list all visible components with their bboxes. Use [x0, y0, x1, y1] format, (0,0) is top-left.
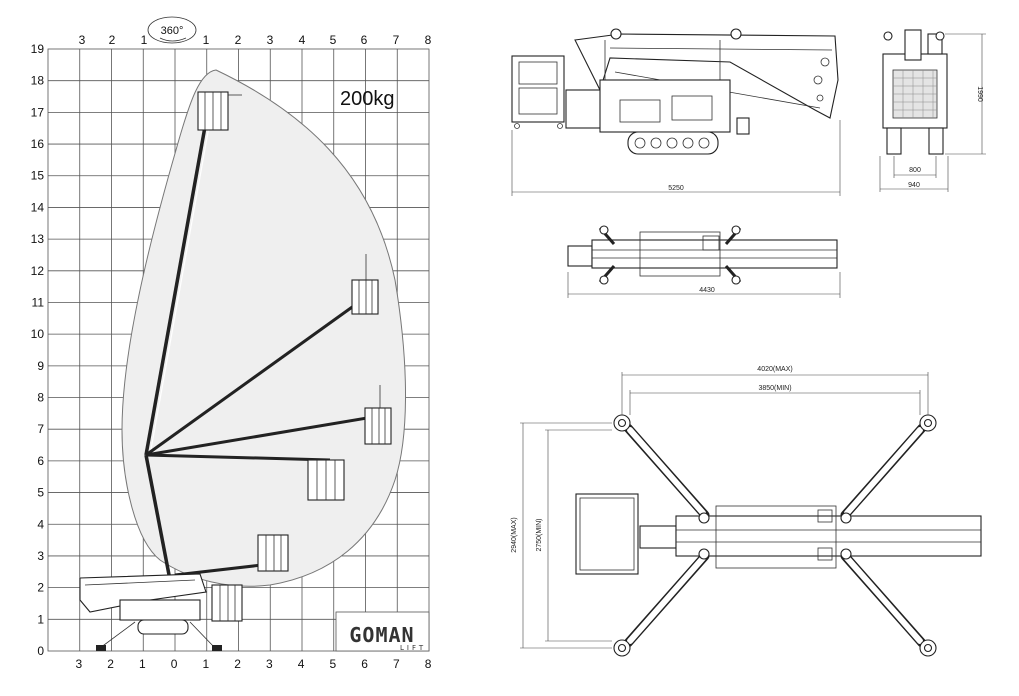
- outreach-tick-label: 3: [266, 657, 273, 671]
- boom-low: [174, 563, 263, 577]
- height-tick-label: 13: [31, 232, 45, 246]
- top-view-stowed: 4430: [567, 225, 841, 298]
- height-tick-label: 18: [31, 74, 45, 88]
- top-outreach-tick-label: 2: [109, 33, 116, 47]
- height-tick-label: 8: [37, 391, 44, 405]
- capacity-label: 200kg: [340, 88, 395, 110]
- outreach-tick-label: 2: [234, 657, 241, 671]
- top-outreach-tick-label: 1: [141, 33, 148, 47]
- top-outreach-tick-label: 5: [330, 33, 337, 47]
- side-view: 5250: [511, 28, 841, 196]
- boom-diagonal-upper: [145, 303, 356, 457]
- basket-mid: [364, 385, 392, 445]
- chassis-top-view: [675, 515, 982, 557]
- height-tick-label: 2: [37, 581, 44, 595]
- boom-positions: [144, 91, 392, 622]
- height-tick-label: 14: [31, 200, 45, 214]
- rotation-label: 360°: [161, 25, 184, 37]
- outrigger-pads: [613, 414, 937, 657]
- side-basket: [511, 55, 565, 123]
- crawler-track: [137, 619, 189, 635]
- side-track: [627, 131, 719, 155]
- boom-diagonal-mid: [145, 413, 386, 457]
- boom-lower: [144, 454, 172, 581]
- basket-upper: [351, 254, 379, 315]
- logo-text: GOMAN: [349, 623, 414, 647]
- dim-side-length: 5250: [668, 185, 684, 192]
- top-outreach-tick-label: 3: [79, 33, 86, 47]
- outreach-tick-label: 7: [393, 657, 400, 671]
- outreach-tick-label: 2: [107, 657, 114, 671]
- dim-span-max: 4020(MAX): [757, 366, 792, 373]
- top-outreach-tick-label: 8: [425, 33, 432, 47]
- basket-low: [257, 534, 289, 572]
- height-tick-label: 7: [37, 422, 44, 436]
- outreach-tick-label: 8: [425, 657, 432, 671]
- top-outreach-tick-label: 7: [393, 33, 400, 47]
- height-tick-label: 11: [32, 295, 45, 309]
- height-tick-label: 15: [31, 169, 45, 183]
- basket-top: [197, 91, 242, 131]
- outreach-tick-label: 1: [203, 657, 210, 671]
- basket-horizontal: [307, 459, 345, 501]
- outreach-tick-label: 1: [139, 657, 146, 671]
- basket-top-view: [575, 493, 639, 575]
- top-outreach-tick-label: 4: [299, 33, 306, 47]
- reach-diagram: 360° 200kg: [31, 16, 432, 671]
- top-outreach-tick-label: 2: [235, 33, 242, 47]
- dim-front-height: 1990: [976, 86, 983, 102]
- height-tick-label: 12: [31, 264, 45, 278]
- height-tick-label: 19: [31, 42, 45, 56]
- height-tick-label: 16: [31, 137, 45, 151]
- logo-subtext: LIFT: [400, 644, 426, 652]
- height-tick-label: 17: [31, 105, 45, 119]
- height-tick-label: 9: [37, 359, 44, 373]
- outreach-tick-label: 4: [298, 657, 305, 671]
- dim-front-width: 940: [908, 182, 920, 189]
- front-view: 1990 800 940: [879, 29, 986, 192]
- outreach-tick-label: 0: [171, 657, 178, 671]
- outreach-tick-label: 5: [330, 657, 337, 671]
- base-machine: [79, 573, 222, 651]
- dim-depth-min: 2750(MIN): [536, 518, 543, 551]
- boom-vertical: [144, 109, 210, 456]
- top-outreach-axis: 3 2 1 1 2 3 4 5 6 7 8: [79, 33, 432, 47]
- outreach-axis: 3 2 1 0 1 2 3 4 5 6 7 8: [76, 657, 432, 671]
- dim-depth-max: 2940(MAX): [511, 517, 518, 552]
- dim-front-track: 800: [909, 167, 921, 174]
- brand-logo: GOMAN LIFT: [335, 611, 430, 652]
- height-tick-label: 0: [37, 644, 44, 658]
- outreach-tick-label: 6: [361, 657, 368, 671]
- top-view-outriggers: 4020(MAX) 3850(MIN) 2940(MAX) 2750(MIN): [511, 366, 982, 657]
- rotation-indicator: [147, 16, 197, 44]
- working-envelope: [121, 69, 407, 587]
- height-tick-label: 3: [37, 549, 44, 563]
- rotation-arrow: [159, 37, 187, 42]
- dim-top-length: 4430: [699, 287, 715, 294]
- height-tick-label: 1: [37, 612, 44, 626]
- height-tick-label: 10: [31, 327, 45, 341]
- boom-horizontal: [145, 453, 331, 462]
- height-tick-label: 4: [37, 517, 44, 531]
- basket-ground: [211, 584, 243, 622]
- height-tick-label: 5: [37, 486, 44, 500]
- outreach-tick-label: 3: [76, 657, 83, 671]
- height-tick-label: 6: [37, 454, 44, 468]
- top-outreach-tick-label: 1: [203, 33, 210, 47]
- top-outreach-tick-label: 3: [267, 33, 274, 47]
- dim-span-min: 3850(MIN): [758, 385, 791, 392]
- top-outreach-tick-label: 6: [361, 33, 368, 47]
